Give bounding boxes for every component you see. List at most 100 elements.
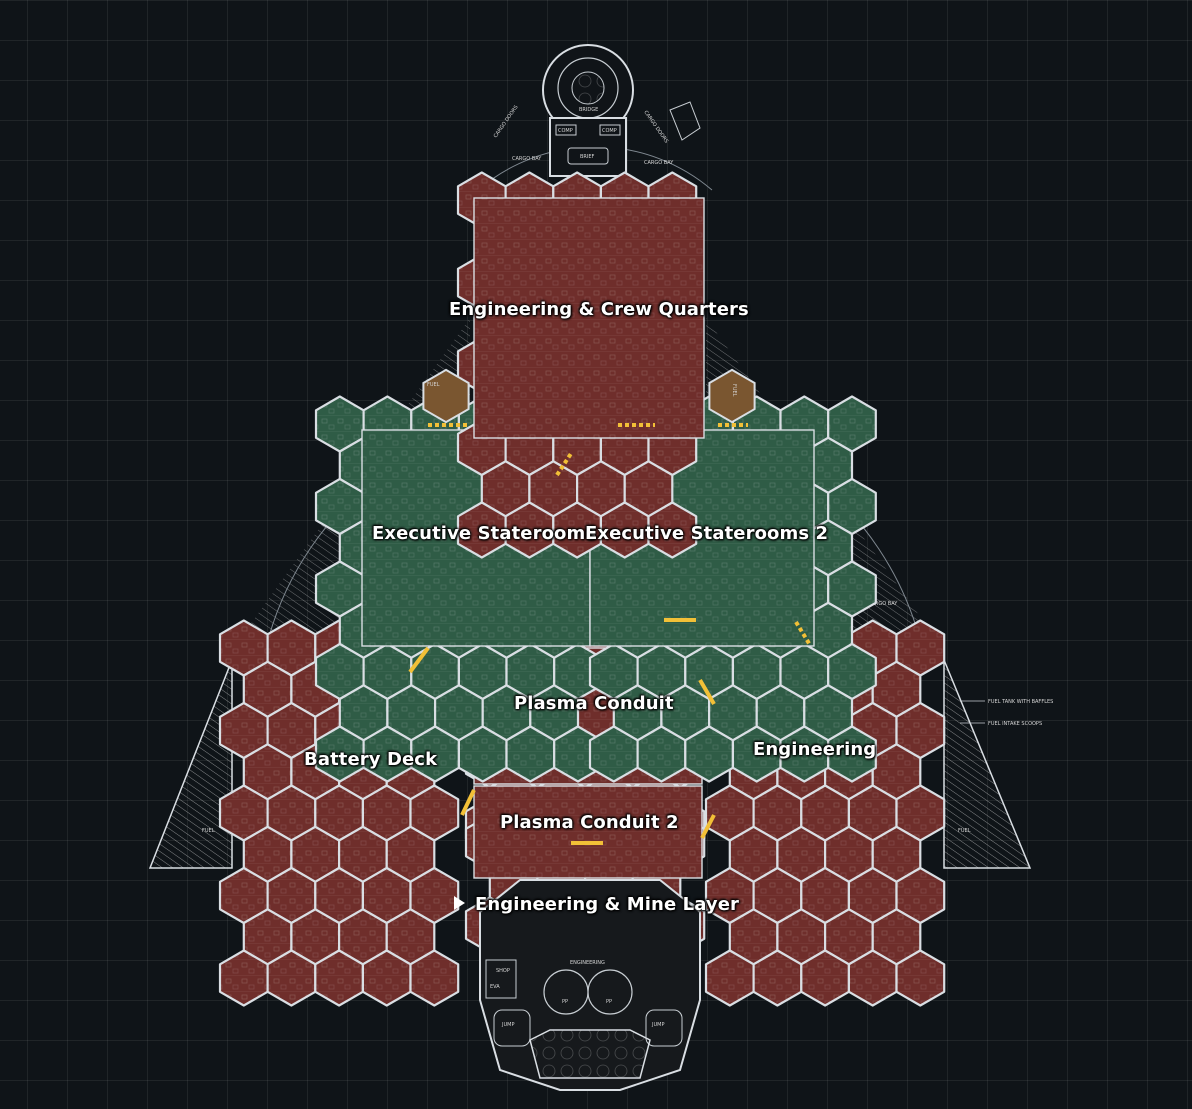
- zone-label-engineering-mine-layer[interactable]: Engineering & Mine Layer: [454, 894, 739, 915]
- zone-battery-deck-furnishing: [410, 785, 459, 841]
- zone-executive-staterooms-2-furnishing: [637, 644, 686, 699]
- svg-text:CARGO DOORS: CARGO DOORS: [493, 104, 520, 139]
- zone-battery-deck-furnishing: [220, 785, 268, 841]
- zone-engineering-furnishing: [896, 703, 945, 758]
- svg-text:CARGO BAY: CARGO BAY: [644, 160, 674, 166]
- svg-text:FUEL TANK WITH BAFFLES: FUEL TANK WITH BAFFLES: [988, 699, 1053, 705]
- zone-executive-staterooms-furnishing: [482, 685, 531, 741]
- zone-label-executive-staterooms-2[interactable]: Executive Staterooms 2: [585, 523, 829, 544]
- door-accent: [794, 620, 812, 647]
- zone-battery-deck-furnishing: [267, 950, 316, 1006]
- zone-executive-staterooms-2-furnishing: [637, 726, 686, 782]
- zone-engineering-crew-quarters-room-furnishing: [474, 198, 704, 438]
- zone-label-executive-staterooms[interactable]: Executive Staterooms: [372, 523, 597, 544]
- door-accent: [698, 678, 716, 706]
- zone-executive-staterooms-2-furnishing: [685, 726, 733, 782]
- zone-battery-deck-furnishing: [339, 826, 387, 882]
- zone-engineering-furnishing: [706, 950, 754, 1006]
- svg-text:COMP: COMP: [602, 128, 617, 134]
- zone-label-plasma-conduit-2[interactable]: Plasma Conduit 2: [500, 812, 679, 833]
- svg-text:FUEL: FUEL: [202, 828, 215, 834]
- zone-engineering-furnishing: [777, 909, 826, 965]
- zone-battery-deck-furnishing: [410, 868, 459, 923]
- zone-engineering-furnishing: [825, 826, 873, 882]
- zone-engineering-crew-quarters-furnishing: [481, 461, 530, 517]
- zone-executive-staterooms-furnishing: [506, 644, 555, 699]
- zone-engineering-crew-quarters-furnishing: [577, 461, 625, 517]
- fuel-pod-left: [422, 368, 470, 424]
- svg-text:CARGO BAY: CARGO BAY: [868, 601, 898, 607]
- zone-executive-staterooms-2-furnishing: [804, 437, 852, 493]
- svg-text:COMP: COMP: [558, 128, 573, 134]
- zone-executive-staterooms-furnishing: [458, 644, 507, 699]
- zone-executive-staterooms-furnishing: [316, 479, 364, 534]
- zone-label-battery-deck[interactable]: Battery Deck: [304, 749, 438, 770]
- zone-plasma-conduit-2-room-furnishing: [474, 786, 702, 878]
- svg-text:SHOP: SHOP: [496, 968, 510, 974]
- zone-battery-deck-furnishing: [315, 785, 363, 841]
- zone-executive-staterooms-2-furnishing: [709, 685, 757, 741]
- zone-executive-staterooms-furnishing: [435, 685, 483, 741]
- svg-text:ENGINEERING: ENGINEERING: [570, 960, 605, 966]
- play-icon[interactable]: [454, 896, 465, 910]
- zone-executive-staterooms-furnishing: [387, 685, 436, 741]
- zone-label-engineering[interactable]: Engineering: [753, 739, 877, 760]
- zone-engineering-furnishing: [706, 785, 754, 841]
- zone-engineering-furnishing: [729, 909, 778, 965]
- zone-executive-staterooms-furnishing: [411, 726, 459, 782]
- zone-engineering-crew-quarters-furnishing: [624, 461, 673, 517]
- zone-battery-deck-furnishing: [362, 785, 411, 841]
- zone-label-engineering-mine-layer-text: Engineering & Mine Layer: [475, 894, 740, 915]
- door-accent: [555, 450, 574, 477]
- zone-battery-deck-furnishing: [267, 868, 316, 923]
- zone-executive-staterooms-2-furnishing: [590, 644, 638, 699]
- zone-executive-staterooms-2-furnishing: [828, 561, 876, 617]
- zone-engineering-crew-quarters-furnishing: [458, 502, 506, 558]
- zone-engineering-furnishing: [872, 826, 921, 882]
- zone-engineering-furnishing: [872, 909, 921, 965]
- zone-battery-deck-furnishing: [291, 909, 340, 965]
- door-accent: [408, 646, 430, 674]
- zone-executive-staterooms-2-furnishing: [804, 685, 852, 741]
- zone-executive-staterooms-2-furnishing: [732, 644, 781, 699]
- zone-engineering-furnishing: [753, 868, 802, 923]
- svg-text:JUMP: JUMP: [501, 1022, 514, 1028]
- zone-engineering-furnishing: [777, 826, 826, 882]
- fuel-label-right: FUEL: [731, 384, 737, 397]
- zone-battery-deck-furnishing: [243, 909, 292, 965]
- zone-battery-deck-furnishing: [315, 868, 363, 923]
- svg-text:BRIDGE: BRIDGE: [579, 107, 598, 113]
- zone-executive-staterooms-2-furnishing: [780, 644, 829, 699]
- zone-battery-deck-furnishing: [362, 868, 411, 923]
- zone-label-plasma-conduit[interactable]: Plasma Conduit: [514, 693, 674, 714]
- svg-text:FUEL: FUEL: [958, 828, 971, 834]
- svg-text:BRIEF: BRIEF: [580, 154, 595, 160]
- zone-executive-staterooms-2-furnishing: [661, 685, 710, 741]
- zone-executive-staterooms-2-furnishing: [780, 726, 829, 782]
- zone-executive-staterooms-furnishing: [339, 685, 388, 741]
- svg-text:FUEL INTAKE SCOOPS: FUEL INTAKE SCOOPS: [988, 721, 1042, 727]
- zone-executive-staterooms-furnishing: [316, 561, 364, 617]
- zone-executive-staterooms-2-furnishing: [804, 602, 852, 658]
- zone-engineering-crew-quarters-furnishing: [529, 461, 578, 517]
- zone-battery-deck-furnishing: [220, 950, 268, 1006]
- zone-battery-deck-furnishing: [267, 703, 316, 758]
- zone-executive-staterooms-furnishing: [363, 726, 412, 782]
- svg-text:CARGO DOORS: CARGO DOORS: [642, 110, 669, 145]
- zone-executive-staterooms-2-furnishing: [828, 396, 876, 452]
- zone-engineering-furnishing: [753, 785, 802, 841]
- zone-engineering-furnishing: [801, 785, 849, 841]
- zone-engineering-furnishing: [801, 868, 849, 923]
- stern-module: EVA PP PP JUMP JUMP ENGINEERING SHOP: [479, 879, 701, 1091]
- zone-executive-staterooms-furnishing: [530, 685, 578, 741]
- zone-engineering-crew-quarters-furnishing: [505, 502, 554, 558]
- zone-engineering-furnishing: [848, 785, 897, 841]
- zone-battery-deck-furnishing: [267, 785, 316, 841]
- svg-text:PP: PP: [606, 999, 612, 1005]
- zone-executive-staterooms-furnishing: [506, 726, 555, 782]
- zone-engineering-crew-quarters-furnishing: [600, 502, 649, 558]
- zone-engineering-crew-quarters-furnishing: [648, 502, 697, 558]
- zone-label-engineering-crew-quarters[interactable]: Engineering & Crew Quarters: [449, 299, 749, 320]
- zone-battery-deck-furnishing: [220, 703, 268, 758]
